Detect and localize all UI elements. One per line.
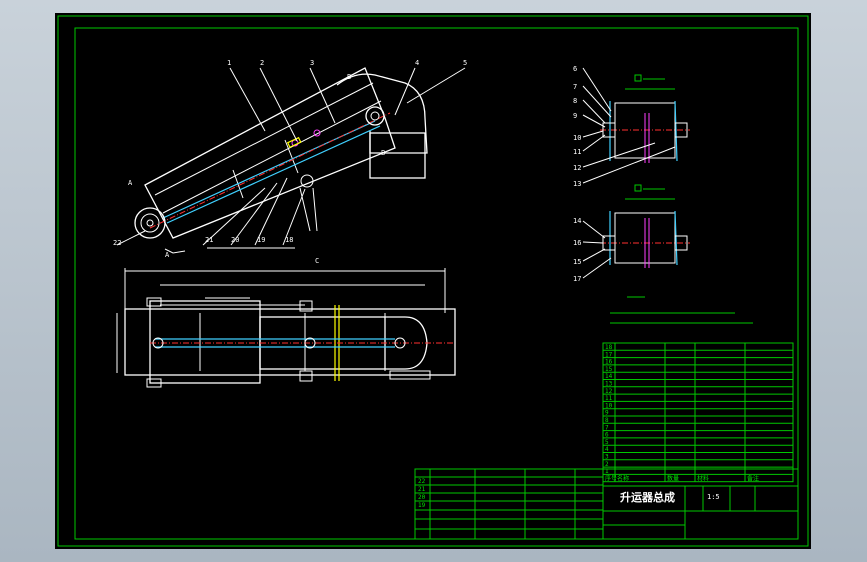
dimension-c: C [315,257,319,265]
technical-notes [610,296,753,324]
callout-9: 9 [573,112,577,120]
drawing-canvas: A A B B 1 2 3 4 5 22 21 20 19 18 C [57,15,809,547]
section-label-a1: A [128,179,133,187]
bom-row-number: 17 [605,351,613,358]
callout-20: 20 [231,236,239,244]
callout-13: 13 [573,180,581,188]
bom-row-21: 21 [418,486,426,493]
bom-row-number: 16 [605,359,613,366]
bom-row-number: 12 [605,388,613,395]
bom-header-cell: 材料 [697,474,709,482]
bom-row-22: 22 [418,478,426,485]
section-label-b2: B [381,149,385,157]
callout-5: 5 [463,59,467,67]
callout-10: 10 [573,134,581,142]
callout-18: 18 [285,236,293,244]
bom-row-number: 5 [605,439,609,446]
title-block: 升运器总成 1:5 22 21 20 19 [414,468,799,540]
drive-box [369,132,426,179]
callout-3: 3 [310,59,314,67]
callout-2: 2 [260,59,264,67]
callout-16: 16 [573,239,581,247]
section-label-b1: B [347,73,351,81]
callout-14: 14 [573,217,581,225]
bom-row-number: 8 [605,417,609,424]
section-view-b: 14 16 15 17 [573,184,690,283]
bom-header-cell: 名称 [617,474,629,482]
elevator-plan-view: C [116,257,456,388]
callout-17: 17 [573,275,581,283]
cad-viewport[interactable]: A A B B 1 2 3 4 5 22 21 20 19 18 C [55,13,811,549]
bom-header-cell: 备注 [747,474,759,482]
section-label-a2: A [165,251,170,259]
bom-row-number: 11 [605,395,613,402]
inner-frame [74,27,799,540]
callout-15: 15 [573,258,581,266]
bom-row-number: 18 [605,344,613,351]
bom-header-cell: 数量 [667,474,679,482]
bom-header-cell: 序号 [605,474,617,482]
lower-sprocket [134,207,166,239]
elevator-isometric-view: A A B B 1 2 3 4 5 22 21 20 19 18 [113,59,467,259]
callout-6: 6 [573,65,577,73]
bom-row-number: 2 [605,461,609,468]
callout-1: 1 [227,59,231,67]
bom-row-number: 1 [605,468,609,475]
bom-row-number: 15 [605,366,613,373]
upper-sprocket [365,106,385,126]
bom-row-number: 4 [605,446,609,453]
callout-8: 8 [573,97,577,105]
bom-row-number: 13 [605,381,613,388]
callout-12: 12 [573,164,581,172]
bill-of-materials: 181716151413121110987654321序号名称 数量 材料 备注 [602,342,794,482]
bom-row-number: 14 [605,373,613,380]
callout-19: 19 [257,236,265,244]
callout-21: 21 [205,236,213,244]
section-view-a: 6 7 8 9 10 11 12 13 [573,65,690,188]
callout-4: 4 [415,59,419,67]
drawing-title: 升运器总成 [620,490,675,504]
outer-frame [57,15,809,547]
callout-7: 7 [573,83,577,91]
bom-row-number: 9 [605,410,609,417]
bom-row-20: 20 [418,494,426,501]
bom-row-number: 3 [605,454,609,461]
callout-22: 22 [113,239,121,247]
bom-row-number: 10 [605,402,613,409]
bom-row-number: 6 [605,432,609,439]
callout-11: 11 [573,148,581,156]
bom-row-number: 7 [605,424,609,431]
bom-row-19: 19 [418,502,426,509]
drawing-scale: 1:5 [707,493,720,501]
